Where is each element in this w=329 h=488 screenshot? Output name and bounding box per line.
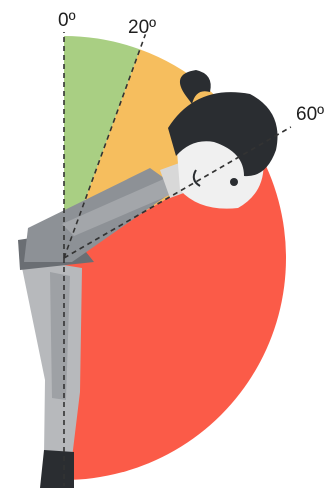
label-0-degrees: 0º <box>58 10 76 31</box>
label-60-degrees: 60º <box>296 104 324 125</box>
shoe <box>40 450 74 488</box>
eye <box>230 178 238 186</box>
label-20-degrees: 20º <box>128 17 156 38</box>
